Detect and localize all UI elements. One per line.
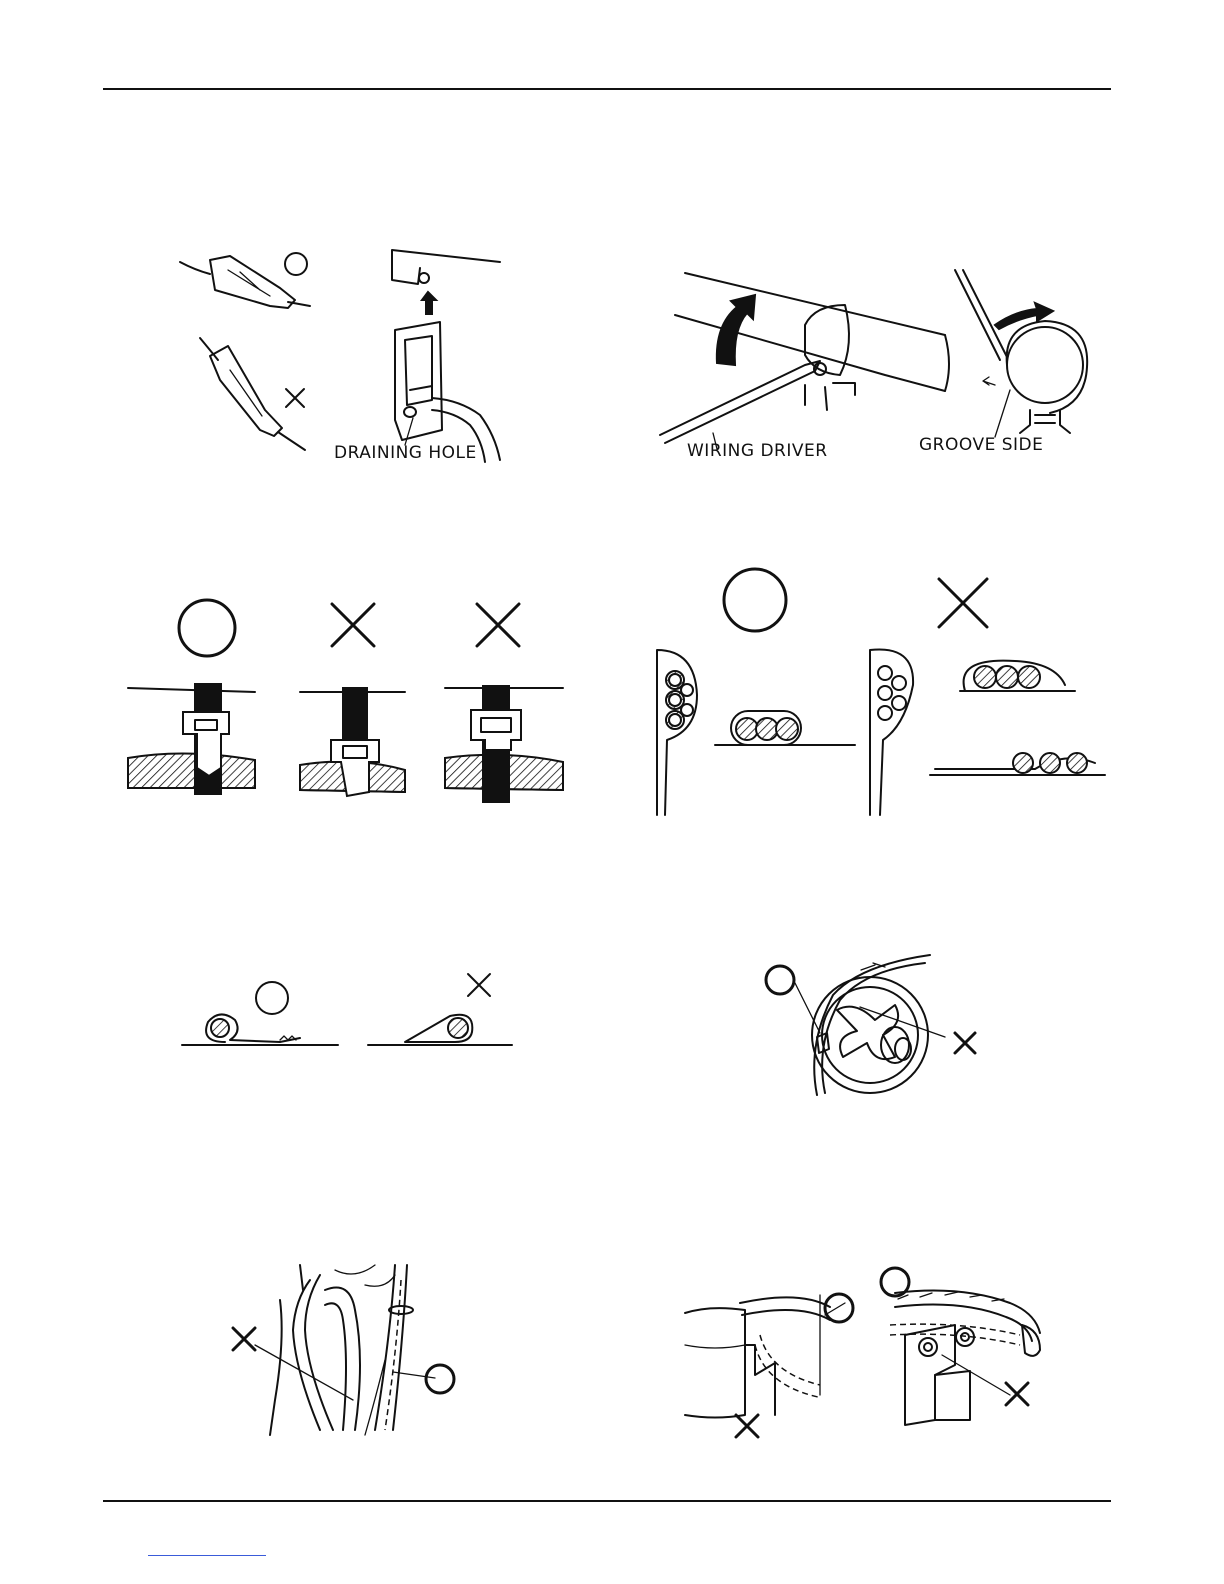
fold-correct-example	[182, 1014, 338, 1045]
cross-mark-icon	[473, 600, 523, 650]
figure-band-clamp	[125, 600, 565, 805]
cross-mark-icon	[935, 575, 991, 631]
cross-mark-icon	[1002, 1379, 1032, 1409]
clamp-correct-example	[128, 684, 255, 794]
wiring-driver-label: WIRING DRIVER	[687, 441, 828, 461]
bottom-rule	[103, 1500, 1111, 1502]
circle-mark-icon	[878, 1265, 912, 1299]
bracket-left-example	[685, 1295, 845, 1418]
figure-connector-draining-hole: DRAINING HOLE	[170, 240, 520, 470]
footer-link-underline[interactable]	[148, 1555, 266, 1556]
groove-side-label: GROOVE SIDE	[919, 435, 1043, 455]
cross-mark-icon	[328, 600, 378, 650]
cross-mark-icon	[951, 1029, 979, 1057]
harness-fan-drawing	[765, 945, 985, 1105]
figure-wiring-driver-groove-side: WIRING DRIVER GROOVE SIDE	[655, 265, 1095, 465]
draining-hole-label: DRAINING HOLE	[334, 443, 477, 463]
circle-mark-icon	[822, 1291, 856, 1325]
clamp-wrong-example-1	[300, 688, 405, 796]
figure-harness-fan	[765, 945, 985, 1105]
circle-mark-icon	[175, 596, 239, 660]
harness-hose-drawing	[225, 1260, 470, 1435]
fold-wrong-example	[368, 1015, 512, 1045]
cross-mark-icon	[229, 1324, 259, 1354]
circle-mark-icon	[423, 1362, 457, 1396]
bundle-correct-example	[657, 650, 855, 815]
cross-mark-icon	[732, 1411, 762, 1441]
figure-wire-bundle-clip	[655, 565, 1115, 820]
figure-harness-bracket	[680, 1265, 1080, 1445]
circle-mark-icon	[763, 963, 797, 997]
figure-clip-fold	[180, 970, 520, 1050]
circle-mark-icon	[720, 565, 790, 635]
top-rule	[103, 88, 1111, 90]
cross-mark-icon	[282, 385, 310, 413]
bundle-wrong-example	[870, 649, 1105, 815]
connector-drawing	[170, 240, 520, 470]
figure-harness-hose	[225, 1260, 470, 1435]
circle-mark-icon	[252, 978, 292, 1018]
circle-mark-icon	[282, 250, 310, 278]
clamp-wrong-example-2	[445, 686, 563, 802]
cross-mark-icon	[464, 970, 494, 1000]
